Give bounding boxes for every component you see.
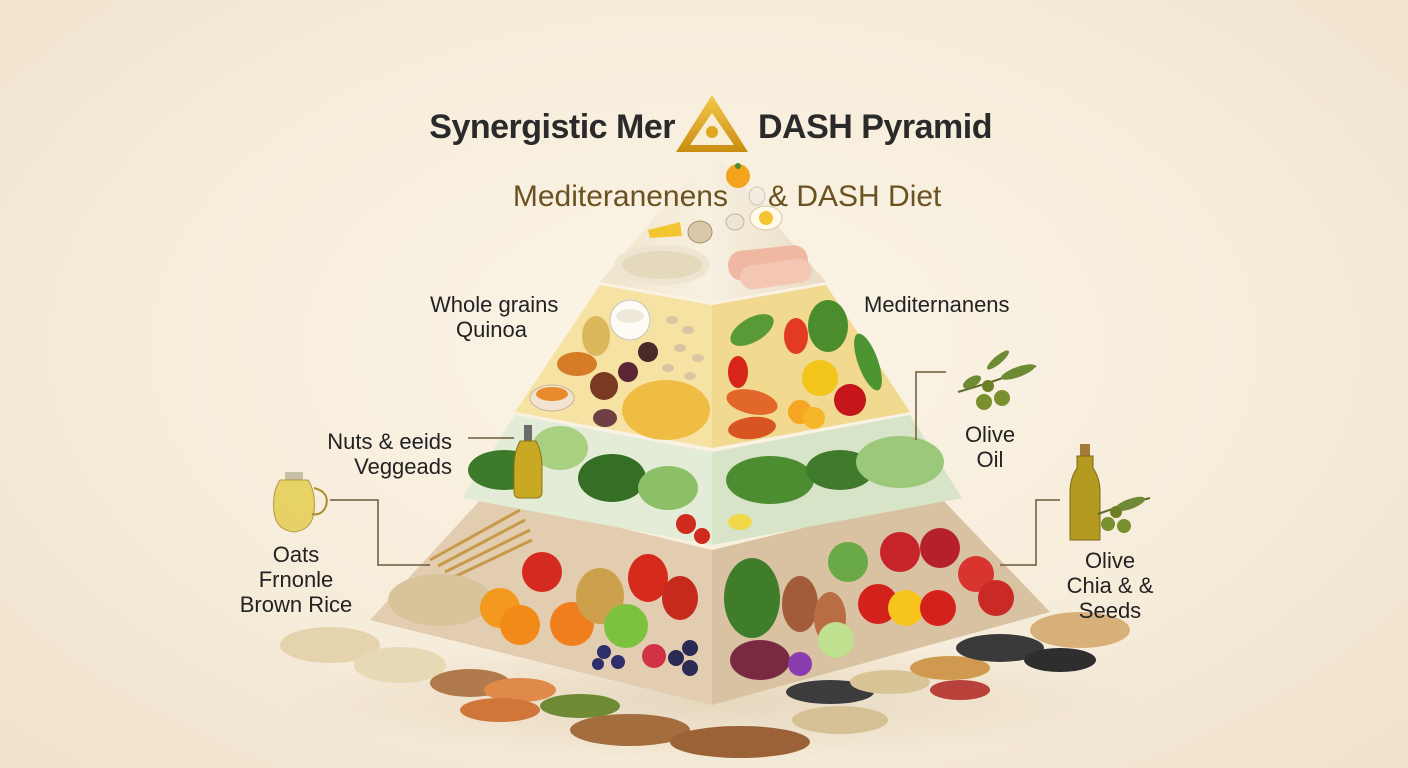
title-right: DASH Pyramid [758, 108, 992, 146]
leafy-greens-illustration [468, 425, 944, 544]
top-foods-illustration [614, 163, 812, 290]
fruits-vegetables-illustration [726, 300, 882, 440]
label-nuts-veggies: Nuts & eeids Veggeads [327, 429, 452, 479]
scattered-seeds-illustration [280, 612, 1130, 758]
label-whole-grains: Whole grains Quinoa [430, 292, 559, 342]
grains-illustration [529, 299, 710, 440]
subtitle-left: Mediteranenens [512, 180, 728, 213]
olive-oil-bottle-icon [1069, 444, 1151, 541]
label-mediterranean: Mediternanens [864, 292, 1010, 317]
subtitle-right: & DASH Diet [768, 180, 942, 213]
leader-lines [330, 371, 1060, 566]
base-foods-illustration [388, 508, 1014, 680]
triangle-logo-icon [676, 95, 748, 152]
label-oats-brown-rice: Oats Frnonle Brown Rice [239, 542, 353, 617]
olive-branch-icon [957, 350, 1037, 410]
label-olive-oil: Olive Oil [964, 422, 1016, 472]
olive-oil-jug-icon [273, 472, 328, 533]
label-olive-chia-seeds: Olive Chia & & Seeds [1066, 548, 1154, 623]
title-left: Synergistic Mer [429, 108, 675, 146]
